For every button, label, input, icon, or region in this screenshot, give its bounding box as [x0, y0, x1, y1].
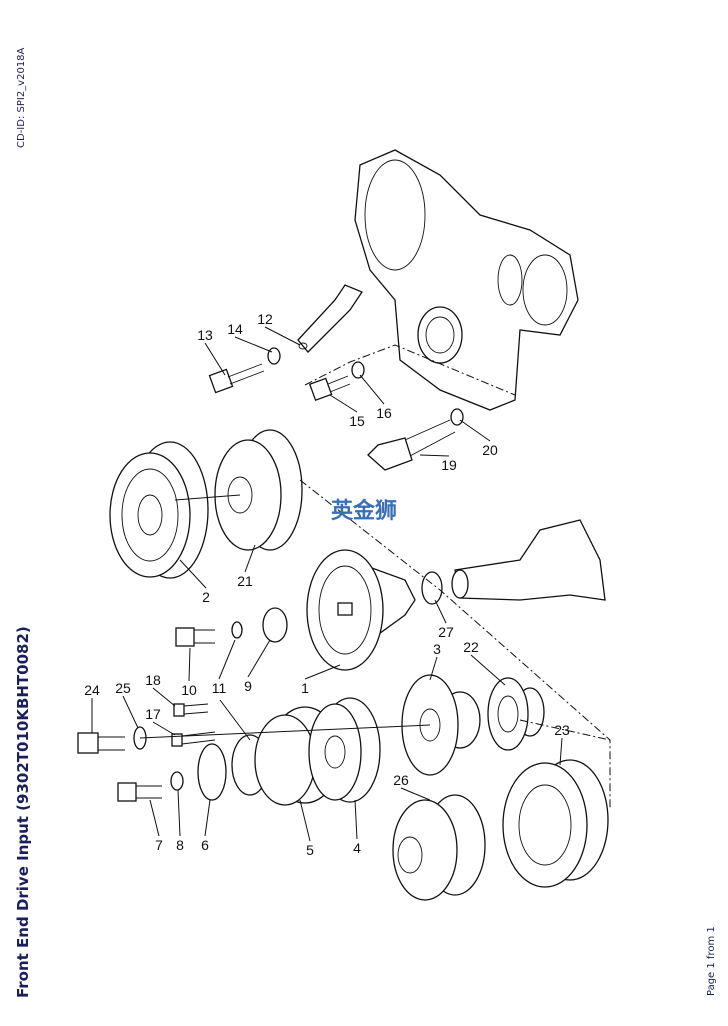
hub-22 [487, 677, 545, 751]
pulley-4 [308, 697, 381, 803]
callout-24: 24 [84, 682, 100, 698]
leader-line [234, 336, 273, 353]
washer-8 [170, 771, 184, 791]
callout-19: 19 [441, 457, 457, 473]
callout-18: 18 [145, 672, 161, 688]
callout-27: 27 [438, 624, 454, 640]
callout-5: 5 [306, 842, 314, 858]
leader-line [244, 544, 256, 573]
leader-line [204, 799, 211, 837]
bracket [297, 284, 363, 353]
leader-line [152, 721, 176, 736]
timing-cover-housing [354, 149, 579, 411]
callout-25: 25 [115, 680, 131, 696]
bolt-24 [77, 732, 125, 754]
callout-9: 9 [244, 678, 252, 694]
callout-2: 2 [202, 589, 210, 605]
callout-21: 21 [237, 573, 253, 589]
callout-17: 17 [145, 706, 161, 722]
callout-14: 14 [227, 321, 243, 337]
leader-line [247, 639, 271, 678]
leader-line [149, 799, 160, 837]
leader-line [429, 656, 438, 681]
callout-7: 7 [155, 837, 163, 853]
leader-line [434, 599, 447, 624]
callout-12: 12 [257, 311, 273, 327]
flange-6 [197, 743, 227, 801]
callout-1: 1 [301, 680, 309, 696]
callout-6: 6 [201, 837, 209, 853]
washer-20 [450, 408, 464, 426]
bolt-13 [208, 363, 265, 394]
callout-26: 26 [393, 772, 409, 788]
pulley-3 [401, 674, 481, 776]
screw-17 [171, 731, 216, 747]
washer-11 [231, 621, 243, 639]
pulley-1 [306, 549, 416, 671]
callout-13: 13 [197, 327, 213, 343]
leader-line [304, 664, 341, 680]
crankshaft [451, 519, 606, 601]
callout-4: 4 [353, 840, 361, 856]
callout-8: 8 [176, 837, 184, 853]
leader-line [329, 394, 358, 413]
screw-18 [173, 703, 209, 717]
callout-22: 22 [463, 639, 479, 655]
callout-16: 16 [376, 405, 392, 421]
washer-14 [267, 347, 281, 365]
callout-20: 20 [482, 442, 498, 458]
bolt-10 [175, 627, 215, 647]
callout-11: 11 [212, 680, 227, 696]
callout-23: 23 [554, 722, 570, 738]
pulley-23 [502, 759, 609, 888]
callout-10: 10 [181, 682, 197, 698]
leader-line [470, 654, 506, 686]
bolt-7 [117, 782, 162, 802]
bolt-15 [308, 375, 351, 402]
seal-27 [421, 571, 443, 605]
leader-line [459, 419, 491, 442]
leader-line [218, 639, 236, 680]
leader-line [400, 787, 431, 801]
pulley-2 [109, 441, 209, 579]
washer-16 [351, 361, 365, 379]
leader-line [177, 789, 181, 837]
pulley-26 [392, 794, 486, 901]
leader-line [299, 799, 311, 842]
callout-3: 3 [433, 641, 441, 657]
watermark-logo: 英金狮 [331, 498, 397, 524]
callout-15: 15 [349, 413, 365, 429]
leader-line [179, 559, 207, 589]
pulley-21 [214, 429, 303, 551]
leader-line [122, 695, 139, 729]
spacer-9 [262, 607, 288, 643]
leader-line [359, 374, 385, 405]
leader-line [354, 799, 358, 840]
leader-line [419, 454, 450, 457]
leader-line [559, 737, 563, 766]
leader-line [264, 326, 301, 346]
stud-19 [367, 419, 456, 471]
leader-line [204, 342, 226, 376]
leader-line [188, 647, 191, 682]
leader-line [152, 687, 176, 707]
